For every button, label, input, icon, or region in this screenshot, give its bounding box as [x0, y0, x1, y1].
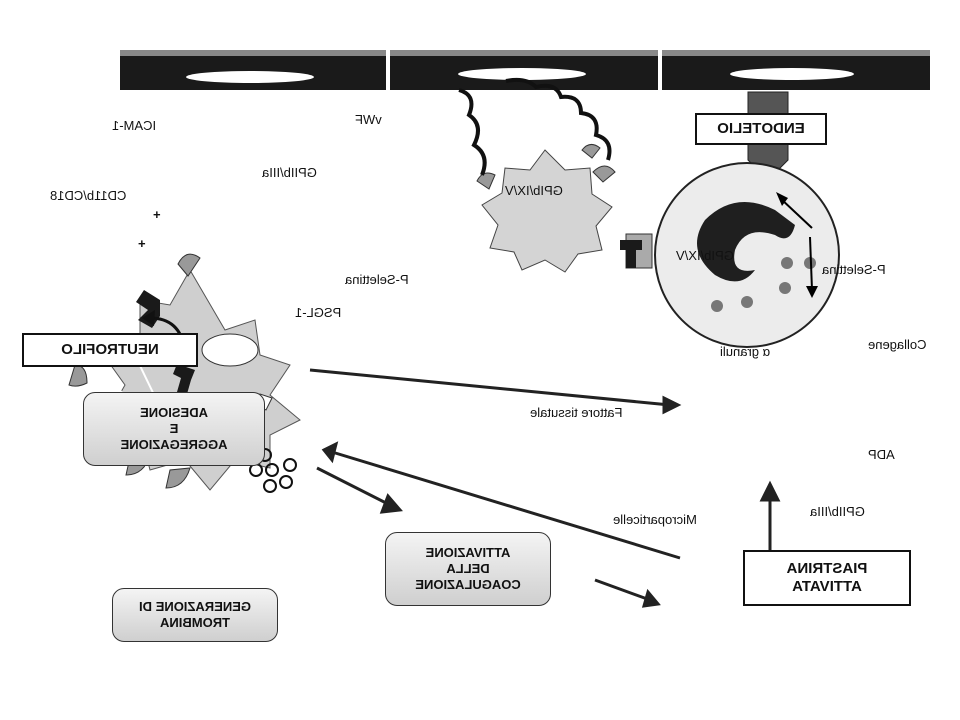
icam1-label: ICAM-1 [112, 118, 157, 133]
adhesion-box: ADESIONE E AGGREGAZIONE [83, 392, 265, 466]
cd11b-label: CD11b/CD18 [50, 188, 127, 203]
pselectin-top [620, 240, 642, 268]
tissue-factor-label: Fattore tissutale [530, 405, 623, 420]
adhesion-line1: ADESIONE [140, 405, 208, 420]
microparticles-label: Microparticelle [613, 512, 697, 527]
coagulation-line3: COAGULAZIONE [415, 577, 521, 592]
neutrophil-label: NEUTROFILO [61, 341, 159, 358]
thrombin-box: GENERAZIONE DI TROMBINA [112, 588, 278, 642]
neutrophil-cell [654, 162, 840, 348]
gpib-left-label: GPIb/IX/V [676, 248, 734, 263]
neutrophil-box: NEUTROFILO [22, 333, 198, 367]
activated-platelet-box: PIASTRINA ATTIVATA [743, 550, 911, 606]
pselectin-left-label: P-Selettina [822, 262, 886, 277]
plus-sign-1: + [153, 207, 161, 222]
endothelium-label: ENDOTELIO [717, 120, 805, 137]
pselectin-top-label: P-Selettina [345, 272, 409, 287]
coagulation-box: ATTIVAZIONE DELLA COAGULAZIONE [385, 532, 551, 606]
adp-label: ADP [868, 447, 895, 462]
granules-label: α granuli [720, 344, 771, 359]
gpiib-left-label: GPIIb/IIIa [810, 504, 865, 519]
coagulation-line1: ATTIVAZIONE [425, 545, 511, 560]
psgl1-label: PSGL-1 [295, 305, 342, 320]
thrombin-line2: TROMBINA [159, 615, 231, 630]
endothelium-layer [120, 50, 930, 90]
adhesion-line2: E [169, 421, 179, 436]
gpiib-top-label: GPIIb/IIIa [262, 165, 317, 180]
gpib-top-label: GPIb/IX/V [505, 183, 563, 198]
collagen-label: Collagene [868, 337, 927, 352]
platelet-label-line1: PIASTRINA [786, 560, 868, 577]
plus-sign-2: + [138, 236, 146, 251]
endothelium-box: ENDOTELIO [695, 113, 827, 145]
vwf-label: vWF [355, 112, 382, 127]
coagulation-line2: DELLA [446, 561, 490, 576]
thrombin-line1: GENERAZIONE DI [139, 599, 251, 614]
adhesion-line3: AGGREGAZIONE [120, 437, 228, 452]
platelet-label-line2: ATTIVATA [792, 578, 862, 595]
arrows [309, 368, 781, 608]
platelet-top [458, 77, 616, 273]
